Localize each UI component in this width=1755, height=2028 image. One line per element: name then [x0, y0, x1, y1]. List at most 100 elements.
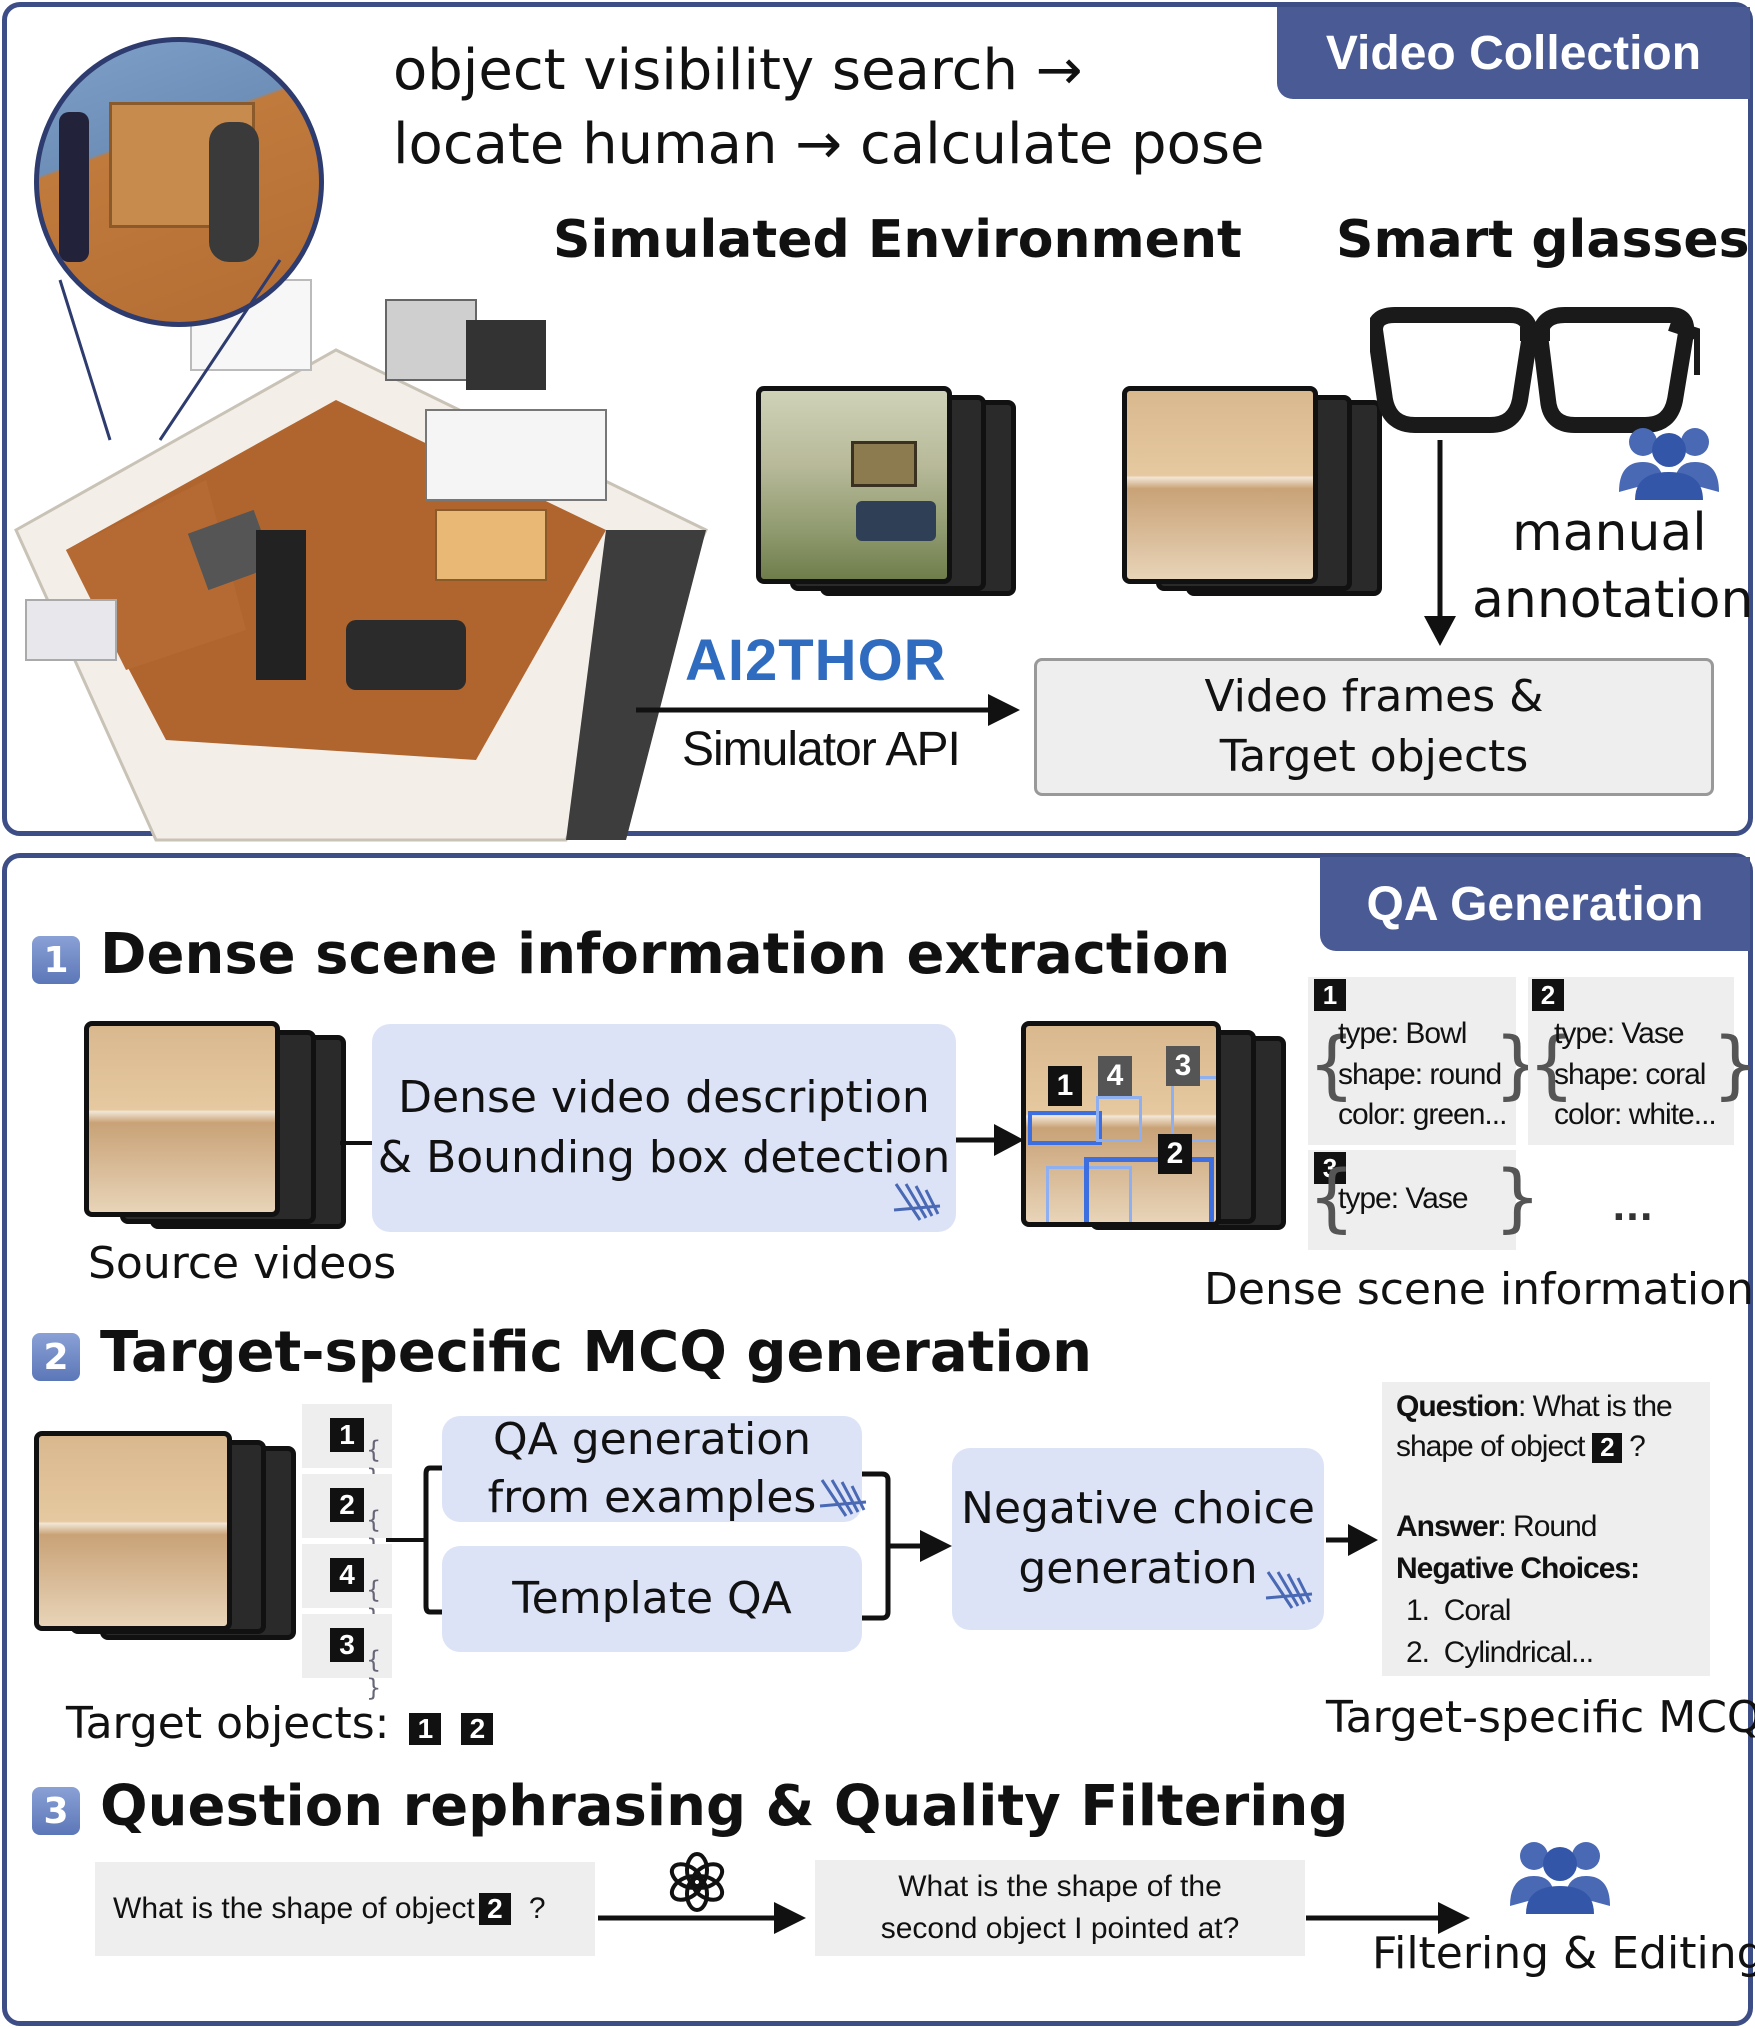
info-card-3-num: 3	[1314, 1152, 1346, 1184]
target-object-2: 2	[461, 1713, 494, 1745]
down-arrow	[1424, 440, 1456, 646]
negative-choice-box: Negative choice generation	[952, 1448, 1324, 1630]
info-card-2-color: color: white...	[1554, 1098, 1717, 1131]
gemini-logo-icon	[893, 1183, 941, 1221]
video-frames-target-objects-box: Video frames & Target objects	[1034, 658, 1714, 796]
filter-arrow	[1306, 1902, 1470, 1934]
video-collection-tab: Video Collection	[1277, 7, 1750, 99]
step-1-badge: 1	[32, 936, 80, 984]
bbox-label-1: 1	[1048, 1066, 1082, 1106]
source-video-frame	[84, 1021, 280, 1217]
step-2-title: Target-specific MCQ generation	[100, 1320, 1093, 1385]
extract-arrow	[956, 1124, 1024, 1156]
object-item-4: 4 { }	[302, 1544, 392, 1632]
bbox-label-2: 2	[1158, 1134, 1192, 1174]
original-question-object: 2	[478, 1893, 511, 1925]
openai-logo-icon	[669, 1852, 725, 1912]
rephrased-line1: What is the shape of the	[898, 1870, 1222, 1903]
more-ellipsis: ...	[1612, 1188, 1654, 1229]
to-mcq-arrow	[1326, 1524, 1378, 1556]
mcq-question-object: 2	[1591, 1432, 1622, 1463]
simulated-environment-heading: Simulated Environment	[553, 210, 1242, 270]
smart-glasses-icon	[1370, 307, 1700, 433]
pipeline-line-2: locate human → calculate pose	[393, 112, 1265, 177]
step-2-badge: 2	[32, 1333, 80, 1381]
gemini-logo-icon-2	[819, 1479, 867, 1517]
original-question-text: What is the shape of object	[113, 1892, 475, 1925]
target-video-frame	[34, 1431, 232, 1631]
dense-description-box: Dense video description & Bounding box d…	[372, 1024, 956, 1232]
qa-from-examples-box: QA generation from examples	[442, 1414, 862, 1523]
human-pose-zoom-circle	[34, 37, 324, 327]
target-objects-label: Target objects: 1 2	[66, 1698, 494, 1749]
glasses-video-frame	[1122, 386, 1318, 584]
negative-choice-line2: generation	[1018, 1543, 1258, 1594]
info-card-2-num: 2	[1532, 979, 1564, 1011]
manual-annotation-line1: manual	[1512, 503, 1707, 563]
template-qa-label: Template QA	[512, 1573, 792, 1624]
info-card-1-type: type: Bowl	[1338, 1017, 1467, 1050]
object-item-4-num: 4	[330, 1558, 364, 1592]
qa-from-examples-line1: QA generation	[492, 1414, 811, 1465]
step-3-title: Question rephrasing & Quality Filtering	[100, 1774, 1349, 1839]
object-item-3-num: 3	[330, 1628, 364, 1662]
mcq-caption: Target-specific MCQ	[1326, 1692, 1755, 1743]
step-1-title: Dense scene information extraction	[100, 922, 1231, 987]
dense-description-line1: Dense video description	[398, 1072, 930, 1123]
source-videos-label: Source videos	[88, 1238, 397, 1289]
zoom-connector-lines	[58, 259, 282, 441]
object-item-1: 1 { }	[302, 1404, 392, 1492]
info-card-1-num: 1	[1314, 979, 1346, 1011]
object-item-2-num: 2	[330, 1488, 364, 1522]
merge-bracket-arrow	[862, 1471, 952, 1621]
mcq-card: Question: What is the shape of object 2 …	[1382, 1382, 1710, 1676]
rephrase-arrow	[598, 1902, 806, 1934]
info-card-3-type: type: Vase	[1338, 1182, 1469, 1215]
negative-choice-line1: Negative choice	[961, 1483, 1315, 1534]
object-item-1-num: 1	[330, 1418, 364, 1452]
output-line2: Target objects	[1219, 731, 1529, 782]
info-card-1-color: color: green...	[1338, 1098, 1507, 1131]
object-item-2: 2 { }	[302, 1474, 392, 1562]
rephrased-line2: second object I pointed at?	[880, 1912, 1240, 1945]
original-question-end: ?	[528, 1892, 546, 1925]
step-3-badge: 3	[32, 1787, 80, 1835]
mcq-negatives-label: Negative Choices:	[1396, 1552, 1640, 1585]
dense-scene-info-label: Dense scene information	[1204, 1264, 1754, 1315]
output-line1: Video frames &	[1204, 671, 1544, 722]
template-qa-box: Template QA	[442, 1546, 862, 1652]
object-item-3: 3 { }	[302, 1614, 392, 1702]
info-card-2-type: type: Vase	[1554, 1017, 1685, 1050]
people-icon-2	[1510, 1842, 1610, 1914]
mcq-question-text1: : What is the	[1518, 1390, 1673, 1423]
annotated-video-frame: 1 4 3 2	[1021, 1021, 1221, 1227]
mcq-negative-2: 2. Cylindrical...	[1406, 1636, 1594, 1669]
sim-to-output-arrow	[636, 694, 1020, 726]
mcq-answer-text: : Round	[1498, 1510, 1597, 1543]
bbox-label-3: 3	[1166, 1046, 1200, 1086]
smart-glasses-heading: Smart glasses	[1336, 210, 1750, 270]
pipeline-line-1: object visibility search →	[393, 38, 1083, 103]
info-card-1: 1 { } type: Bowl shape: round color: gre…	[1308, 977, 1541, 1145]
ai2thor-logo: AI2THOR	[685, 628, 947, 693]
people-icon	[1619, 428, 1719, 500]
gemini-logo-icon-3	[1265, 1571, 1313, 1609]
mcq-negative-1: 1. Coral	[1406, 1594, 1511, 1627]
target-objects-text: Target objects:	[66, 1698, 390, 1749]
bbox-label-4: 4	[1098, 1056, 1132, 1096]
info-card-2-shape: shape: coral	[1554, 1058, 1706, 1091]
sim-video-frame	[756, 386, 952, 584]
branch-bracket	[386, 1465, 442, 1615]
mcq-question-text2: shape of object	[1396, 1430, 1585, 1463]
simulator-api-label: Simulator API	[682, 723, 961, 776]
info-card-3: 3 { } type: Vase	[1308, 1150, 1541, 1250]
rephrased-question-box: What is the shape of the second object I…	[815, 1860, 1305, 1956]
qa-generation-tab: QA Generation	[1320, 857, 1750, 951]
mcq-question-label: Question	[1396, 1390, 1519, 1423]
filtering-editing-label: Filtering & Editing	[1372, 1928, 1755, 1979]
manual-annotation-line2: annotation	[1472, 570, 1754, 630]
dense-description-line2: & Bounding box detection	[377, 1132, 951, 1183]
mcq-question-end: ?	[1629, 1430, 1646, 1463]
source-connector	[340, 1141, 374, 1145]
simulated-house-illustration	[14, 279, 708, 842]
